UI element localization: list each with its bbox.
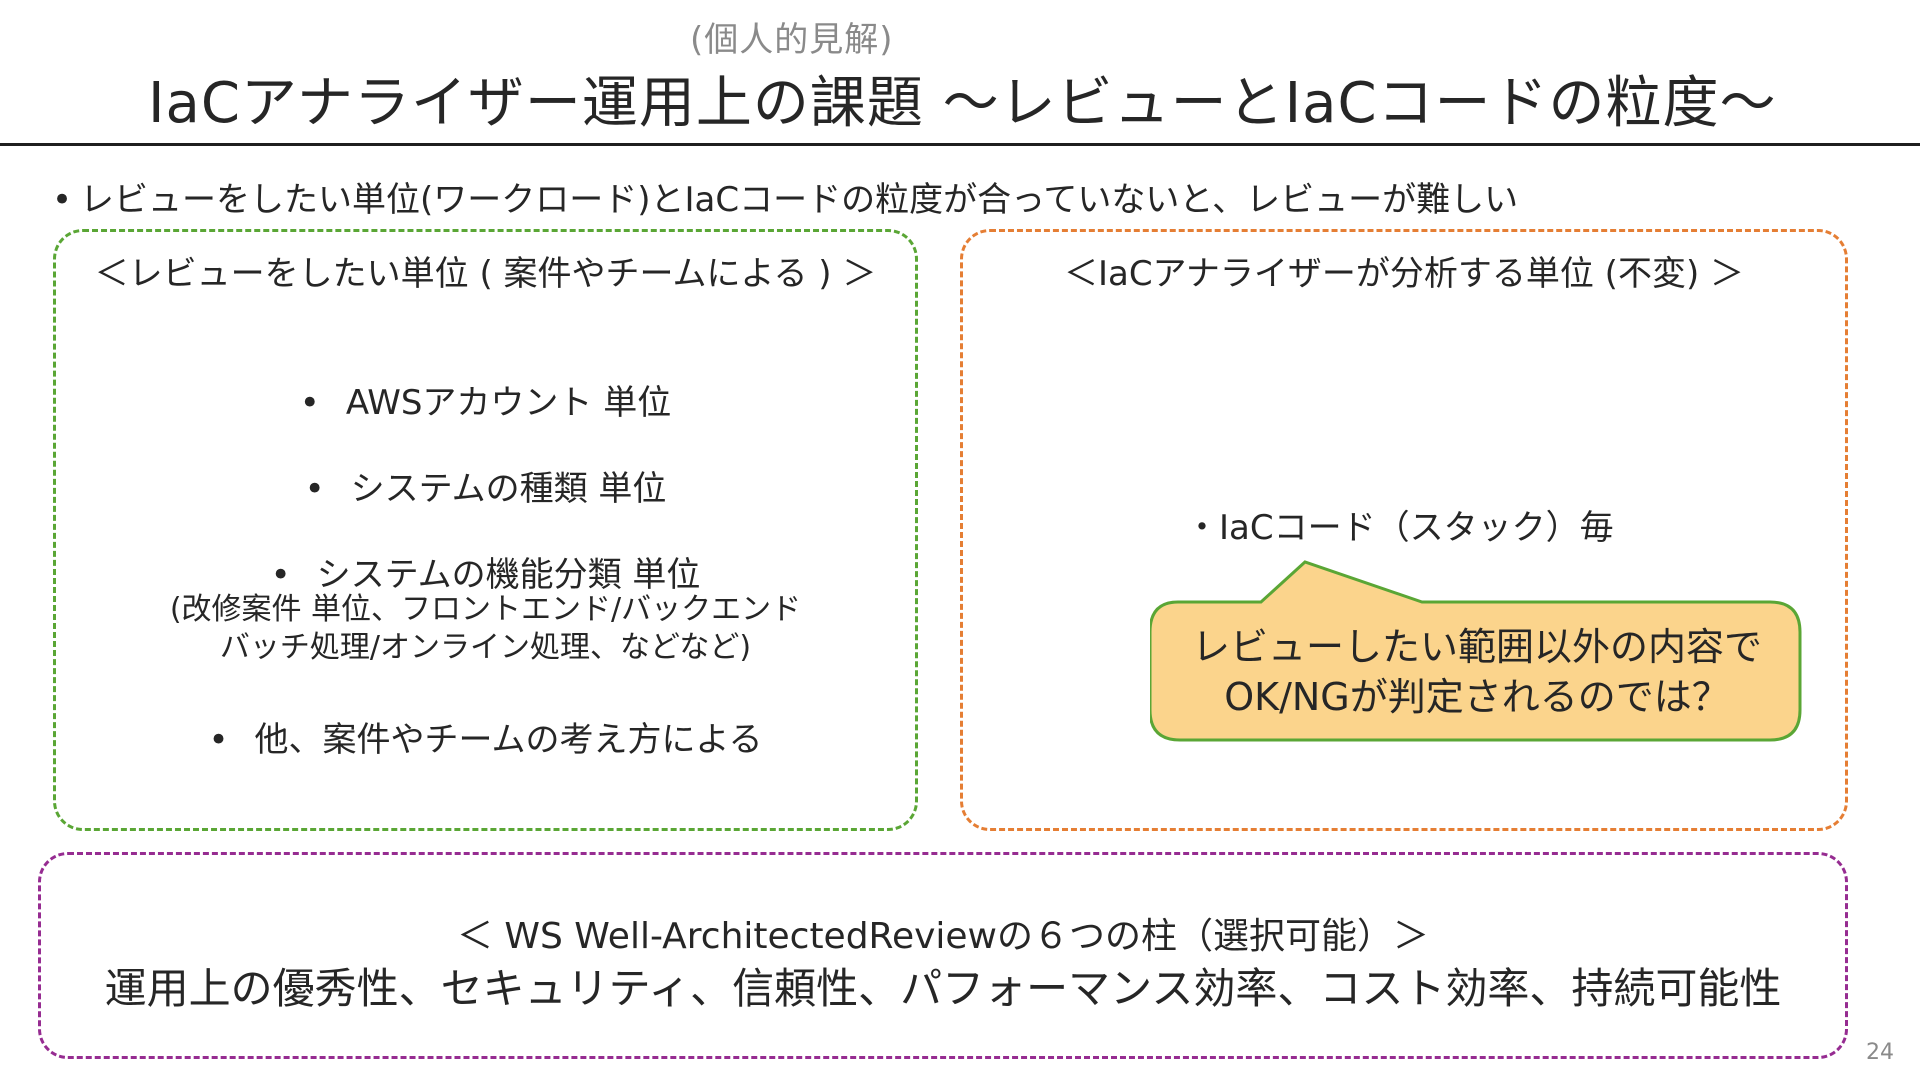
list-item: • システムの機能分類 単位 (56, 547, 915, 596)
bullet-icon: • (208, 720, 229, 760)
speech-bubble-line: レビューしたい範囲以外の内容で (1191, 625, 1762, 669)
list-item-label: AWSアカウント 単位 (345, 383, 672, 423)
analyzer-unit-heading: ＜IaCアナライザーが分析する単位 (不変) ＞ (1063, 254, 1745, 294)
title-divider (0, 143, 1920, 146)
speech-bubble-line: OK/NGが判定されるのでは？ (1224, 675, 1730, 719)
review-unit-box: ＜レビューをしたい単位 ( 案件やチームによる ) ＞ • AWSアカウント 単位… (53, 229, 918, 831)
page-number: 24 (1866, 1040, 1894, 1065)
well-architected-heading: ＜ WS Well-ArchitectedReviewの６つの柱（選択可能）＞ (456, 916, 1430, 957)
slide-title: IaCアナライザー運用上の課題 ～レビューとIaCコードの粒度～ (148, 71, 1777, 136)
analyzer-unit-box: ＜IaCアナライザーが分析する単位 (不変) ＞ (960, 229, 1848, 831)
bullet-icon: • (270, 555, 291, 595)
well-architected-pillars: 運用上の優秀性、セキュリティ、信頼性、パフォーマンス効率、コスト効率、持続可能性 (104, 964, 1782, 1013)
list-item-label: 他、案件やチームの考え方による (254, 720, 763, 760)
list-item-label: システムの機能分類 単位 (316, 555, 701, 595)
list-item: • AWSアカウント 単位 (56, 375, 915, 424)
bullet-icon: • (299, 383, 320, 423)
speech-bubble-shape (1150, 560, 1802, 742)
list-item: • システムの種類 単位 (56, 461, 915, 510)
bullet-icon: • (304, 469, 325, 509)
well-architected-box: ＜ WS Well-ArchitectedReviewの６つの柱（選択可能）＞ … (38, 852, 1848, 1059)
lead-text: レビューをしたい単位(ワークロード)とIaCコードの粒度が合っていないと、レビュ… (80, 180, 1519, 220)
bullet-icon: • (52, 180, 73, 220)
review-unit-heading: ＜レビューをしたい単位 ( 案件やチームによる ) ＞ (94, 254, 877, 294)
speech-bubble (1150, 560, 1802, 742)
list-item-detail: バッチ処理/オンライン処理、などなど) (219, 630, 752, 665)
list-item-detail: (改修案件 単位、フロントエンド/バックエンド (169, 592, 802, 627)
speech-bubble-text: レビューしたい範囲以外の内容で OK/NGが判定されるのでは？ (1152, 622, 1802, 722)
stack-unit-text: ・IaCコード（スタック）毎 (1185, 508, 1614, 548)
list-item-label: システムの種類 単位 (350, 469, 667, 509)
slide-note: (個人的見解) (690, 20, 894, 60)
list-item: • 他、案件やチームの考え方による (56, 712, 915, 761)
lead-bullet-line: •レビューをしたい単位(ワークロード)とIaCコードの粒度が合っていないと、レビ… (52, 172, 1518, 221)
